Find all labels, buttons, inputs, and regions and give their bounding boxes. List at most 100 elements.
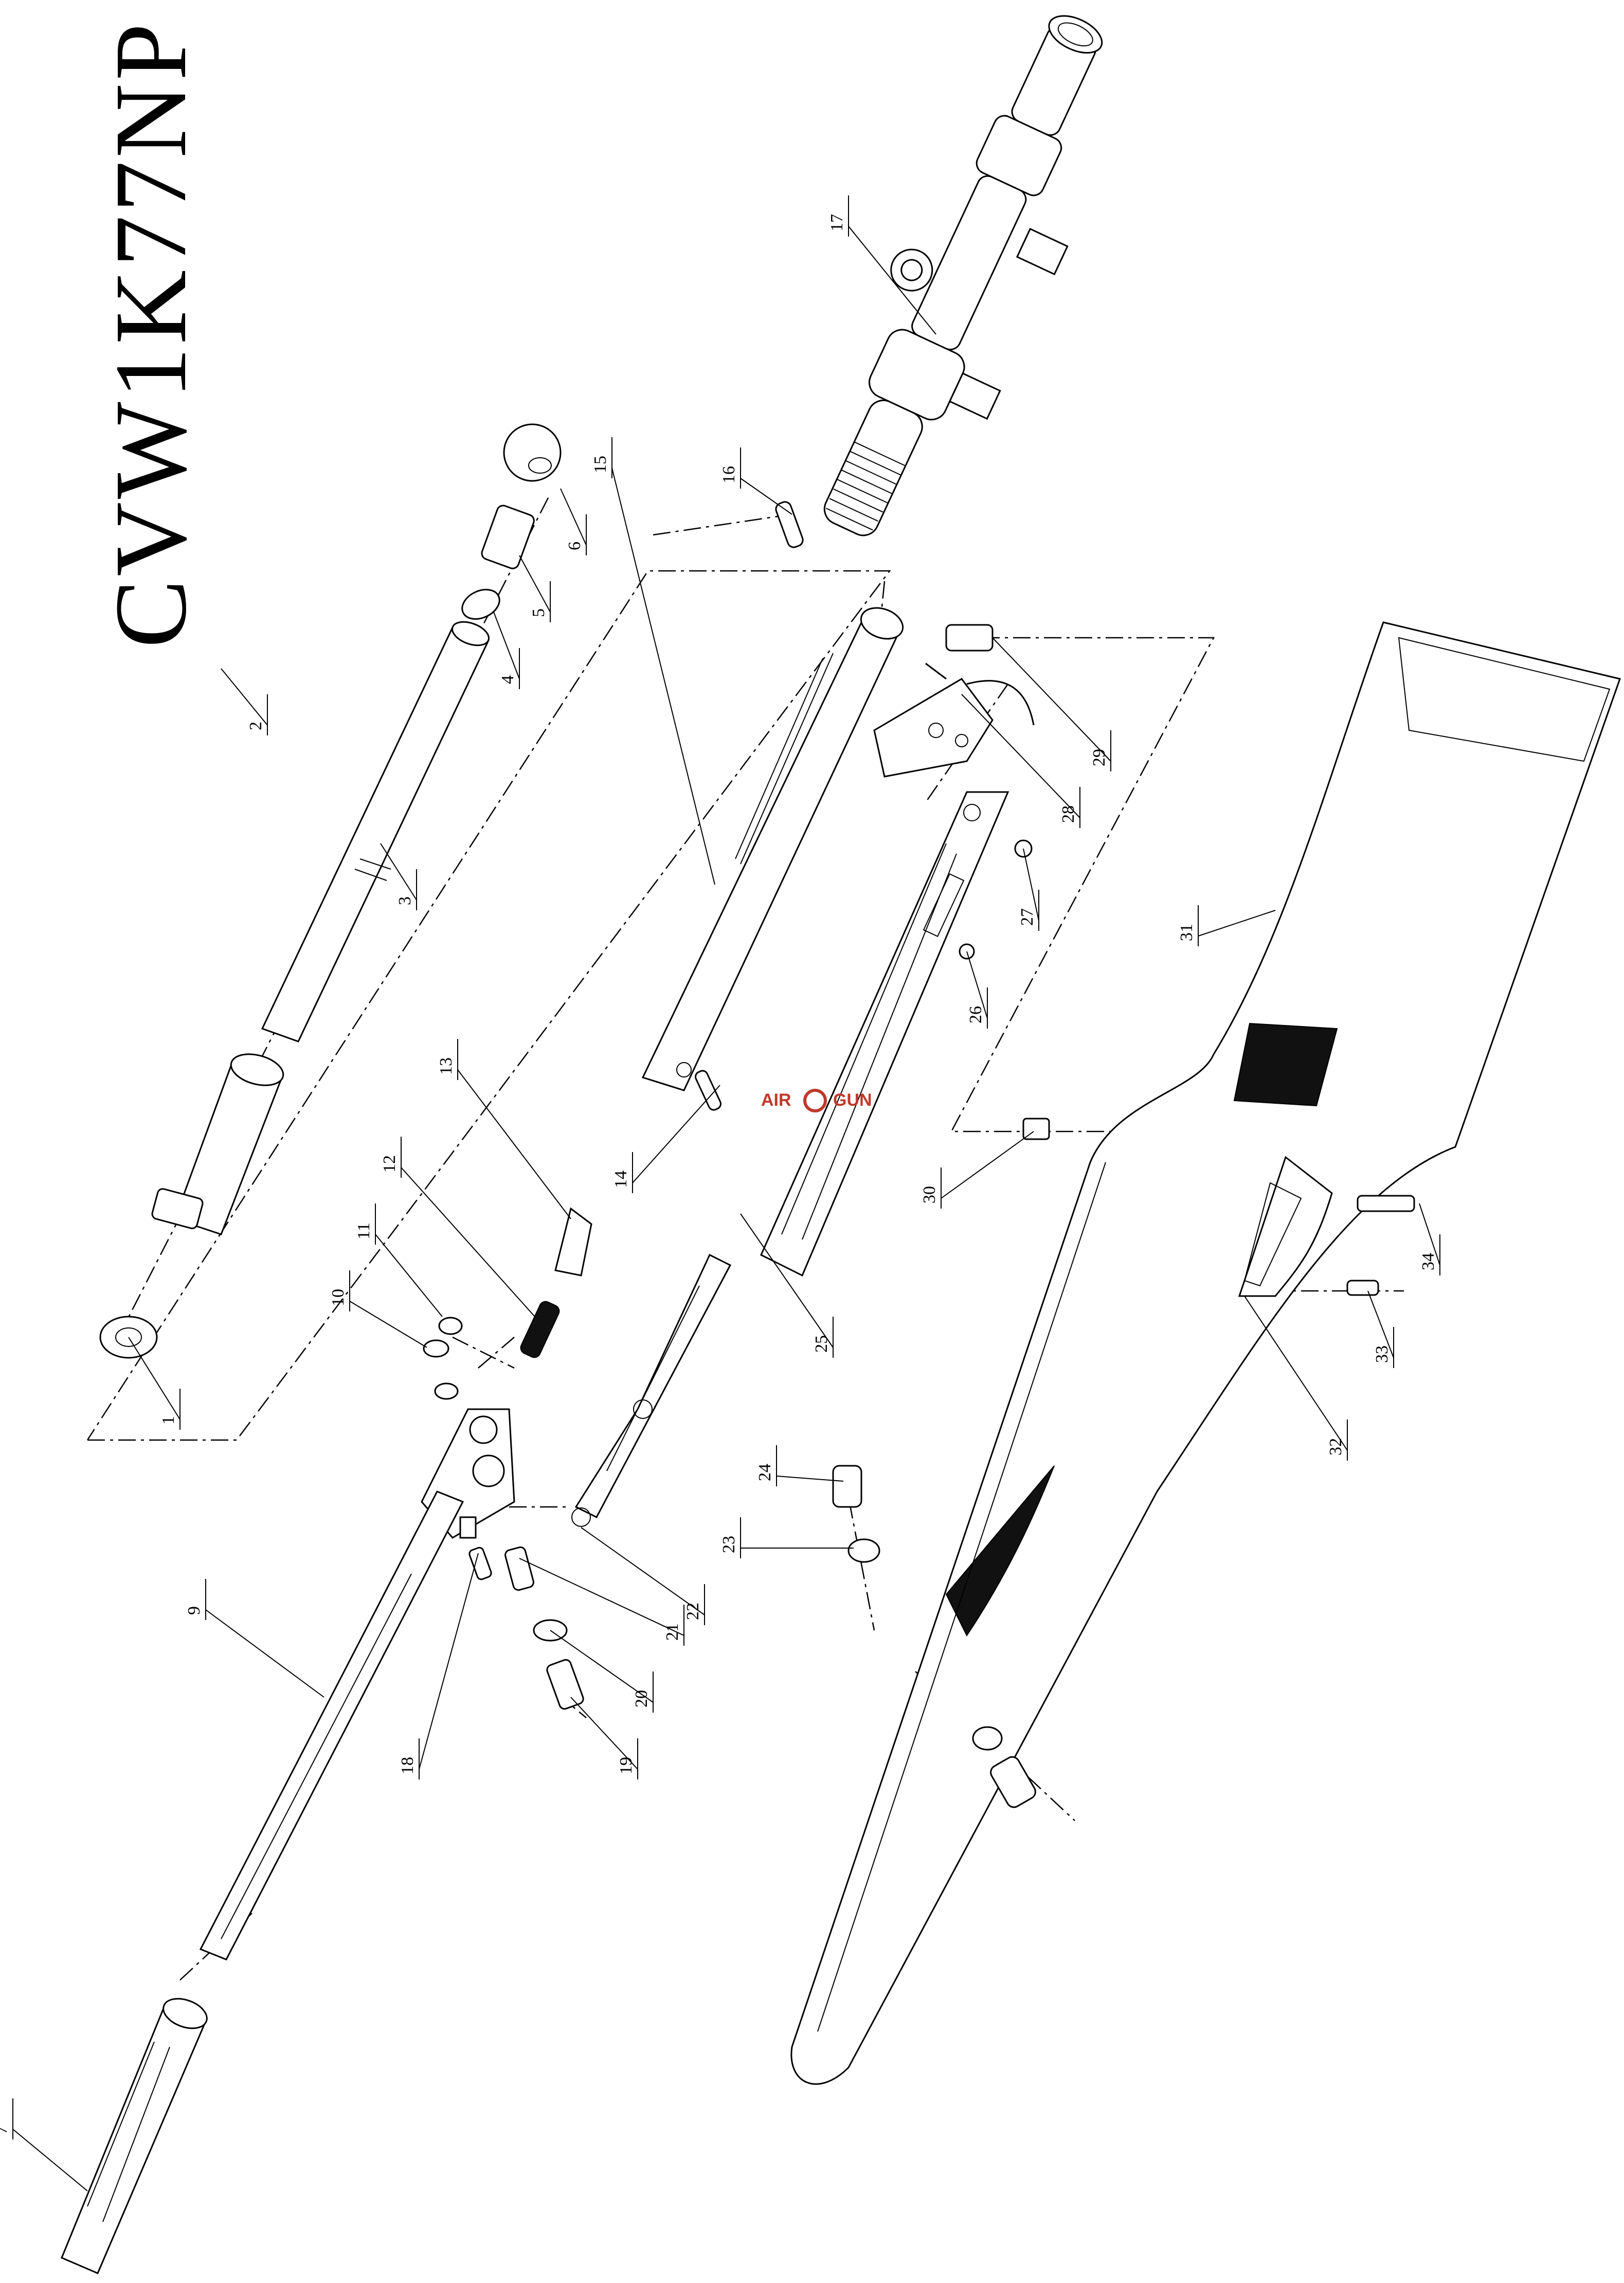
callout-25: 25 [740,1213,834,1358]
callout-leader [1023,848,1039,921]
callout-number: 19 [617,1757,636,1774]
callout-leader [581,1527,705,1615]
callout-18: 18 [398,1553,479,1779]
callout-26: 26 [966,951,988,1029]
callout-number: 5 [529,608,548,617]
callout-3: 3 [380,843,417,910]
callout-6: 6 [560,488,587,555]
callout-34: 34 [1419,1203,1440,1275]
trigger-frame [760,791,1009,1277]
callout-30: 30 [920,1131,1034,1209]
callout-leader [941,1131,1034,1199]
pin-18 [468,1547,492,1580]
watermark-right: GUN [833,1090,872,1110]
callout-leader [375,1234,443,1317]
callout-number: 10 [329,1289,348,1306]
callout-number: 13 [437,1057,456,1075]
callout-number: 32 [1326,1438,1345,1455]
callout-number: 15 [591,456,610,473]
callout-10: 10 [329,1270,427,1348]
washer-lower [972,1726,1003,1751]
watermark: AIR GUN [761,1089,872,1112]
callout-number: 29 [1090,749,1109,766]
callout-20: 20 [550,1630,654,1713]
screw-33 [1346,1280,1379,1296]
washer-23 [847,1538,880,1563]
callout-leader [419,1553,479,1770]
callout-leader [1367,1290,1394,1358]
callout-leader [1419,1203,1440,1266]
front-cap-parts [461,423,562,620]
callout-14: 14 [611,1085,720,1193]
cocking-lever [571,1253,732,1527]
callout-33: 33 [1367,1290,1394,1368]
callout-number: 1 [159,1416,178,1425]
callout-number: 3 [395,896,414,905]
callout-number: 6 [565,542,584,550]
callout-number: 4 [498,675,517,684]
callout-leader [570,1697,638,1770]
stock [790,621,1621,2085]
callout-22: 22 [581,1527,705,1625]
washer-10b [434,1382,459,1400]
callout-leader [128,1337,181,1420]
callout-number: 24 [755,1464,774,1481]
callout-27: 27 [1018,848,1039,931]
callout-number: 11 [354,1223,373,1239]
washer-11 [438,1317,463,1335]
part-callouts: 1234567910111213141516171819202122232425… [0,195,1440,2191]
callout-number: 20 [632,1690,651,1707]
pin-16 [775,501,804,548]
callout-number: 33 [1373,1345,1392,1363]
watermark-circle-icon [803,1089,827,1112]
callout-number: 7 [0,2126,11,2134]
callout-7: 7 [0,2098,88,2191]
sleeve-21 [504,1546,534,1591]
callout-leader [519,555,551,613]
callout-2: 2 [221,668,268,735]
callout-leader [380,843,417,901]
model-title: CVW1K77NP [94,20,208,648]
callout-leader [205,1609,324,1698]
callout-17: 17 [827,195,936,335]
callout-21: 21 [519,1558,684,1646]
detent-13 [554,1207,592,1277]
callout-leader [740,478,792,515]
trigger-screw-29 [945,624,994,652]
callout-leader [457,1069,571,1219]
barrel [199,1490,464,1961]
callout-13: 13 [437,1039,571,1219]
callout-number: 30 [920,1186,939,1203]
piston [151,1053,284,1235]
callout-number: 28 [1059,805,1078,823]
callout-32: 32 [1244,1296,1348,1461]
callout-number: 9 [185,1606,204,1615]
cylinder-tube [261,621,490,1042]
callout-number: 16 [719,466,738,483]
callout-number: 26 [966,1006,985,1023]
callout-5: 5 [519,555,551,622]
washer-10 [423,1339,449,1358]
callout-leader [550,1630,654,1703]
callout-31: 31 [1177,905,1276,946]
callout-leader [992,637,1111,762]
callout-15: 15 [591,437,715,885]
spring-12 [520,1301,560,1358]
scope [823,15,1103,536]
callout-leader [349,1301,427,1348]
callout-28: 28 [961,694,1080,828]
callout-11: 11 [354,1203,443,1317]
callout-19: 19 [570,1697,638,1779]
muzzle-shroud [61,1998,208,2274]
callout-leader [966,951,988,1019]
callout-number: 14 [611,1171,630,1188]
callout-number: 31 [1177,924,1196,941]
callout-23: 23 [719,1517,854,1558]
callout-number: 17 [827,214,846,231]
screw-24 [832,1465,862,1508]
callout-number: 21 [663,1623,682,1641]
screw-19 [546,1659,584,1710]
watermark-left: AIR [761,1090,791,1110]
callout-leader [740,1213,834,1348]
callout-9: 9 [185,1579,324,1698]
